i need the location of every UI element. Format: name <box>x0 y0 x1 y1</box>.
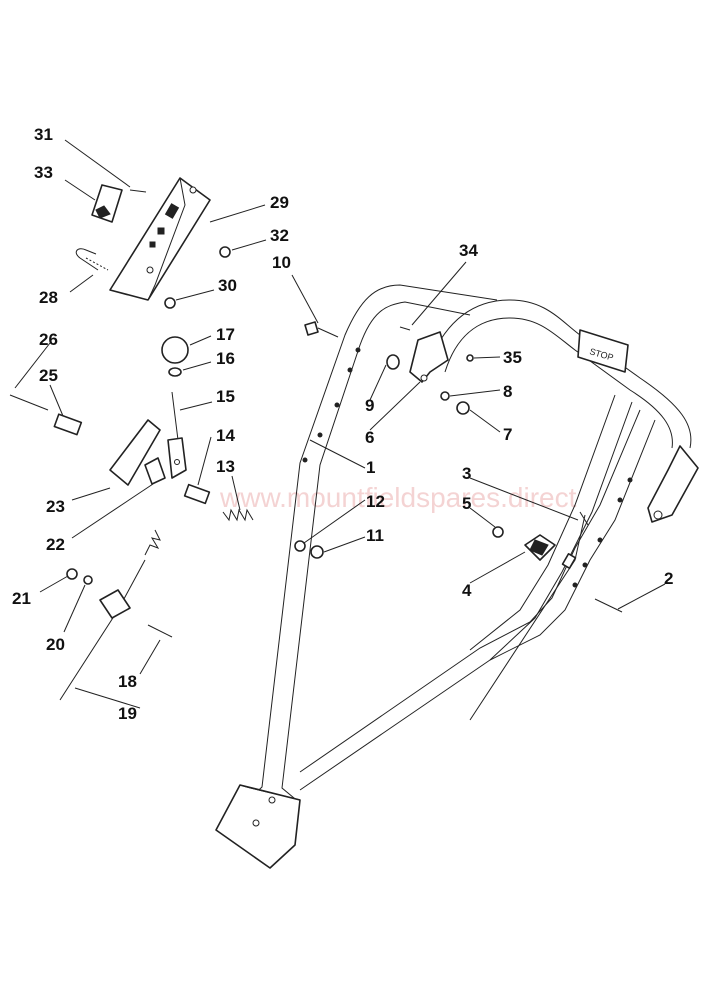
callout-33: 33 <box>34 163 53 182</box>
callout-5: 5 <box>462 494 471 513</box>
mount-hole <box>268 796 276 804</box>
callout-3: 3 <box>462 464 471 483</box>
callout-2: 2 <box>664 569 673 588</box>
cable-clip <box>524 534 556 561</box>
callout-32: 32 <box>270 226 289 245</box>
callout-21: 21 <box>12 589 31 608</box>
bolt <box>304 321 339 338</box>
callout-12: 12 <box>366 492 385 511</box>
callout-29: 29 <box>270 193 289 212</box>
spacer <box>53 413 83 436</box>
callout-10: 10 <box>272 253 291 272</box>
washer <box>440 391 450 401</box>
mount-hole <box>252 819 260 827</box>
callout-6: 6 <box>365 428 374 447</box>
handle-frame: STOP <box>215 284 699 869</box>
control-bracket <box>109 177 211 301</box>
nut <box>386 354 400 370</box>
hook-spring <box>75 248 109 271</box>
nut <box>219 246 231 258</box>
nut <box>66 568 78 580</box>
callout-11: 11 <box>366 526 384 545</box>
washer <box>83 575 93 585</box>
foot-plate <box>215 784 301 869</box>
callout-15: 15 <box>216 387 235 406</box>
control-cable <box>469 511 589 721</box>
screw <box>129 189 147 193</box>
nut <box>164 297 176 309</box>
washer <box>294 540 306 552</box>
handle-end-bracket <box>647 445 699 523</box>
lever-plate <box>109 419 166 486</box>
callout-34: 34 <box>459 241 478 260</box>
bolt <box>594 598 623 613</box>
washer <box>466 354 474 362</box>
callout-13: 13 <box>216 457 235 476</box>
handle-grip <box>577 329 629 373</box>
callout-18: 18 <box>118 672 137 691</box>
knob <box>161 336 189 364</box>
callout-1: 1 <box>366 458 375 477</box>
nut <box>492 526 504 538</box>
callout-7: 7 <box>503 425 512 444</box>
spring <box>222 508 254 522</box>
bush <box>183 483 211 505</box>
throttle-cable <box>59 529 161 701</box>
callout-28: 28 <box>39 288 58 307</box>
callout-16: 16 <box>216 349 235 368</box>
callout-35: 35 <box>503 348 522 367</box>
callout-25: 25 <box>39 366 58 385</box>
callout-8: 8 <box>503 382 512 401</box>
callout-4: 4 <box>462 581 472 600</box>
cable-bracket <box>409 331 449 383</box>
callout-14: 14 <box>216 426 235 445</box>
screw <box>399 326 411 331</box>
callout-23: 23 <box>46 497 65 516</box>
callout-17: 17 <box>216 325 235 344</box>
callout-19: 19 <box>118 704 137 723</box>
callout-22: 22 <box>46 535 65 554</box>
callout-31: 31 <box>34 125 53 144</box>
watermark-text: www.mountfieldspares.direct <box>219 482 577 513</box>
callout-9: 9 <box>365 396 374 415</box>
callout-labels: 31 33 29 32 10 30 28 34 26 25 17 16 15 1… <box>12 125 673 723</box>
long-bolt <box>9 394 49 411</box>
lever-rod <box>167 391 187 479</box>
nut <box>310 545 324 559</box>
callout-26: 26 <box>39 330 58 349</box>
switch-clip <box>91 184 123 223</box>
washer <box>168 367 182 377</box>
bolt <box>147 624 173 638</box>
leader-lines <box>14 139 666 709</box>
callout-30: 30 <box>218 276 237 295</box>
callout-20: 20 <box>46 635 65 654</box>
nut <box>456 401 470 415</box>
